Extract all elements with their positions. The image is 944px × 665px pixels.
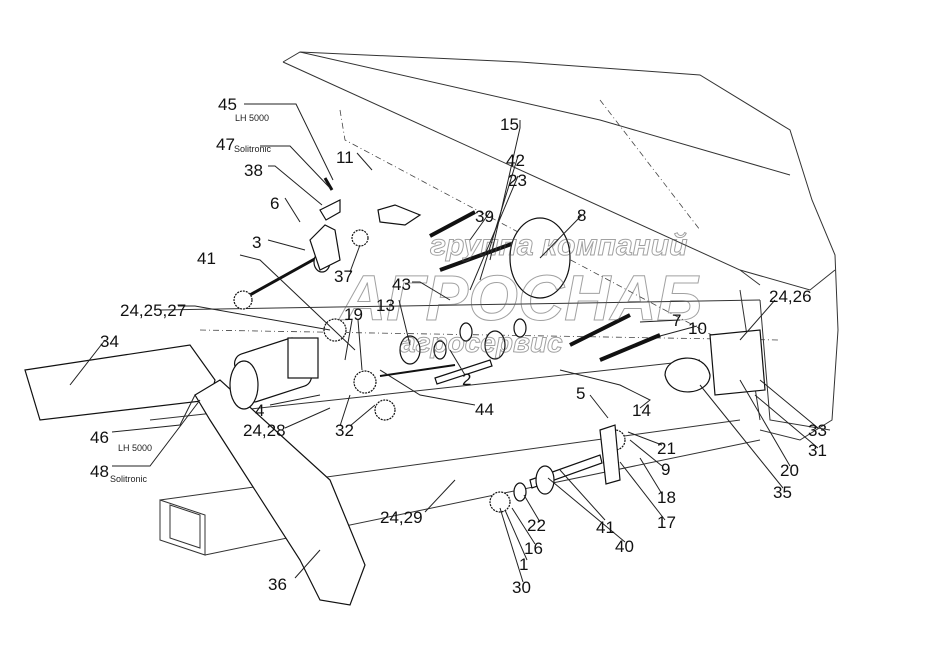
callout-37: 37 [334,267,353,286]
callout-46-note: LH 5000 [118,443,152,453]
callout-11: 11 [336,148,354,167]
callout-23: 23 [508,171,527,190]
callout-47: 47 [216,135,235,154]
callout-24-29: 24,29 [380,508,423,527]
callout-45-note: LH 5000 [235,113,269,123]
callout-38: 38 [244,161,263,180]
callout-35: 35 [773,483,792,502]
callout-41: 41 [197,249,216,268]
arm-36 [194,379,366,606]
callout-22: 22 [527,516,546,535]
callout-34: 34 [100,332,119,351]
callout-20: 20 [780,461,799,480]
callout-19: 19 [344,305,363,324]
callout-16: 16 [524,539,543,558]
callout-4: 4 [255,401,264,420]
callout-3: 3 [252,233,261,252]
arm-34 [24,344,216,421]
callout-7: 7 [672,311,681,330]
brackets [309,177,422,271]
callout-31: 31 [808,441,827,460]
callout-47-note: Solitronic [234,144,272,154]
callout-48: 48 [90,462,109,481]
callout-labels: 45 LH 5000 47 Solitronic 38 11 6 3 41 37… [90,95,827,597]
callout-24-26: 24,26 [769,287,812,306]
callout-6: 6 [270,194,279,213]
callout-48-note: Solitronic [110,474,148,484]
callout-1: 1 [519,555,528,574]
callout-15: 15 [500,115,519,134]
callout-30: 30 [512,578,531,597]
callout-8: 8 [577,206,586,225]
callout-39: 39 [475,207,494,226]
callout-43: 43 [392,275,411,294]
frame-beams [149,299,781,556]
callout-14: 14 [632,401,651,420]
callout-36: 36 [268,575,287,594]
housing-outline [282,51,839,441]
callout-10: 10 [688,319,707,338]
callout-21: 21 [657,439,676,458]
callout-46: 46 [90,428,109,447]
callout-18: 18 [657,488,676,507]
callout-32: 32 [335,421,354,440]
callout-5: 5 [576,384,585,403]
callout-13: 13 [376,296,395,315]
callout-42: 42 [506,151,525,170]
callout-33: 33 [808,421,827,440]
callout-41-lower: 41 [596,518,615,537]
svg-text:агросервис: агросервис [400,327,563,358]
callout-24-28: 24,28 [243,421,286,440]
callout-2: 2 [462,370,471,389]
motor [229,337,319,410]
shafts [247,210,661,489]
callout-40: 40 [615,537,634,556]
sprockets [233,217,766,513]
callout-9: 9 [661,460,670,479]
callout-44: 44 [475,400,494,419]
callout-45: 45 [218,95,237,114]
watermark-logo: группа компаний АГРОСНАБ агросервис [338,229,703,359]
callout-17: 17 [657,513,676,532]
leader-lines [69,103,819,583]
callout-24-25-27: 24,25,27 [120,301,186,320]
svg-text:группа компаний: группа компаний [430,229,687,262]
